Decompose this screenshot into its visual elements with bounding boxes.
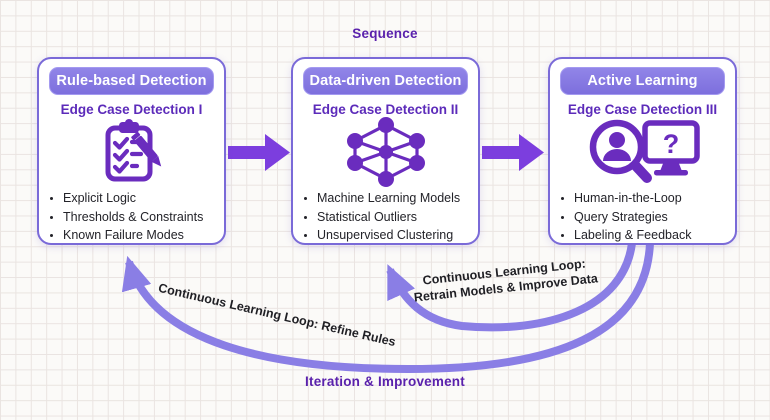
bullet-item: Labeling & Feedback: [574, 226, 729, 245]
card-header-label: Data-driven Detection: [309, 73, 462, 89]
card-header-pill: Rule-based Detection: [49, 67, 214, 95]
card-bullet-list: Human-in-the-Loop Query Strategies Label…: [550, 189, 735, 245]
card-header-label: Active Learning: [587, 73, 698, 89]
card-subtitle: Edge Case Detection II: [312, 102, 459, 117]
card-bullet-list: Machine Learning Models Statistical Outl…: [293, 189, 478, 245]
bullet-item: Statistical Outliers: [317, 208, 472, 227]
sequence-label: Sequence: [352, 26, 418, 41]
bullet-item: Unsupervised Clustering: [317, 226, 472, 245]
card-active-learning: Active Learning Edge Case Detection III …: [548, 57, 737, 245]
clipboard-checklist-icon: [39, 117, 224, 187]
card-data-driven-detection: Data-driven Detection Edge Case Detectio…: [291, 57, 480, 245]
retrain-loop-arc: [386, 242, 636, 332]
card-bullet-list: Explicit Logic Thresholds & Constraints …: [39, 189, 224, 245]
card-header-label: Rule-based Detection: [56, 73, 207, 89]
bullet-item: Explicit Logic: [63, 189, 218, 208]
bullet-item: Human-in-the-Loop: [574, 189, 729, 208]
svg-text:?: ?: [662, 129, 679, 159]
sequence-arrow-2: [482, 134, 544, 171]
card-subtitle: Edge Case Detection III: [567, 102, 718, 117]
card-header-pill: Active Learning: [560, 67, 725, 95]
refine-rules-loop-arc: [121, 242, 654, 374]
bullet-item: Machine Learning Models: [317, 189, 472, 208]
iteration-improvement-label: Iteration & Improvement: [305, 374, 465, 389]
card-subtitle: Edge Case Detection I: [60, 102, 203, 117]
magnifier-person-monitor-icon: ?: [550, 117, 735, 187]
neural-network-icon: [293, 117, 478, 187]
bullet-item: Thresholds & Constraints: [63, 208, 218, 227]
card-header-pill: Data-driven Detection: [303, 67, 468, 95]
bullet-item: Known Failure Modes: [63, 226, 218, 245]
sequence-arrow-1: [228, 134, 290, 171]
bullet-item: Query Strategies: [574, 208, 729, 227]
card-rule-based-detection: Rule-based Detection Edge Case Detection…: [37, 57, 226, 245]
